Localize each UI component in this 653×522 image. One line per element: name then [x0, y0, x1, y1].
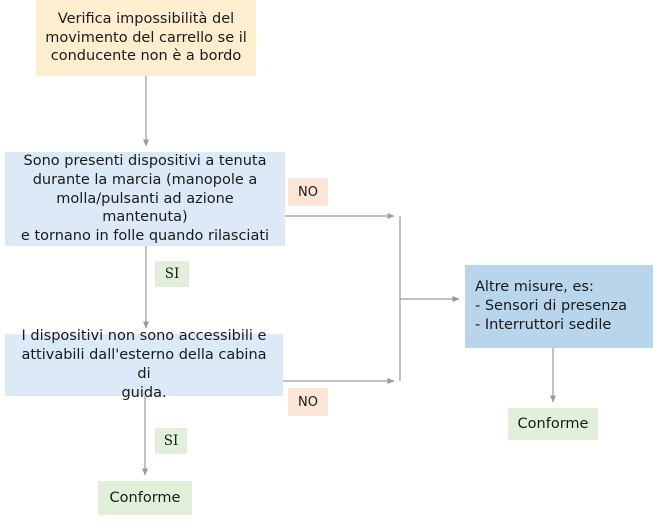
node-conforme-right-text: Conforme [517, 415, 589, 432]
edge-label-no-decision2-text: NO [298, 394, 318, 410]
edge-label-no-decision1-text: NO [298, 184, 318, 200]
node-decision1-text: Sono presenti dispositivi a tenuta duran… [20, 152, 270, 245]
node-decision2-text: I dispositivi non sono accessibili e att… [21, 328, 267, 401]
edge-label-no-decision1: NO [288, 178, 328, 206]
edge-label-si-decision1-text: SI [164, 266, 180, 282]
edge-label-no-decision2: NO [288, 388, 328, 416]
node-altre-misure[interactable]: Altre misure, es: - Sensori di presenza … [465, 265, 653, 348]
node-dispositivi-non-accessibili[interactable]: I dispositivi non sono accessibili e att… [5, 328, 283, 401]
node-verifica-impossibilita[interactable]: Verifica impossibilità del movimento del… [36, 0, 256, 76]
edge-label-si-decision2: SI [155, 428, 187, 454]
node-dispositivi-tenuta-marcia[interactable]: Sono presenti dispositivi a tenuta duran… [5, 152, 285, 246]
edge-label-si-decision2-text: SI [163, 433, 179, 449]
edge-label-si-decision1: SI [155, 261, 189, 287]
node-conforme-right[interactable]: Conforme [508, 408, 598, 440]
node-measures-text: Altre misure, es: - Sensori di presenza … [475, 279, 627, 333]
node-conforme-left[interactable]: Conforme [98, 481, 192, 515]
node-start-text: Verifica impossibilità del movimento del… [45, 10, 247, 65]
node-conforme-left-text: Conforme [109, 489, 181, 506]
